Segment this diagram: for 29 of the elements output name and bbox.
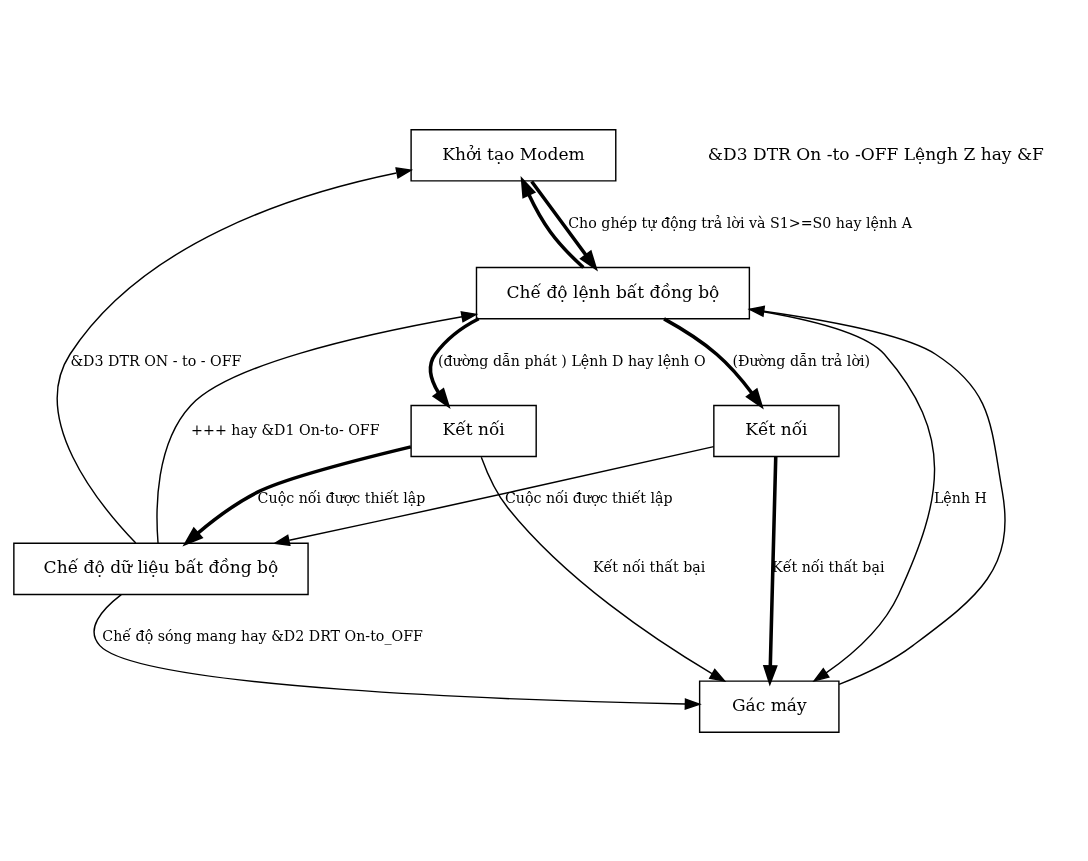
node-box: Kết nối [713,404,840,457]
edge-label: (đường dẫn phát ) Lệnh D hay lệnh O [437,352,706,369]
edge-label: (Đường dẫn trả lời) [732,352,871,369]
node-box: Khởi tạo Modem [410,128,617,182]
node-box: Chế độ lệnh bất đồng bộ [475,266,751,319]
arrow [530,179,598,271]
edge-label: &D3 DTR ON - to - OFF [70,352,242,369]
node-box: Gác máy [698,679,840,733]
edge-label: +++ hay &D1 On-to- OFF [191,421,380,438]
arrow [663,316,764,410]
arrow [747,304,1006,685]
arrow [93,593,702,710]
node-box: Kết nối [410,404,537,457]
arrow [56,166,414,544]
edge-label: Cuộc nối được thiết lập [257,489,426,506]
arrow [156,310,479,544]
label: &D3 DTR On -to -OFF Lệngh Z hay &F [707,143,1044,164]
edge-label: Cho ghép tự động trả lời và S1>=S0 hay lệnh A [568,214,913,231]
node-box: Chế độ dữ liệu bất đồng bộ [13,542,309,595]
edge-label: Lệnh H [933,489,987,506]
arrow [272,445,715,546]
arrow [762,456,778,687]
arrow [480,456,727,682]
edge-label: Chế độ sóng mang hay &D2 DRT On-to_OFF [102,627,423,644]
edge-label: Kết nối thất bại [593,558,706,575]
arrow [520,175,585,269]
arrow [428,316,480,409]
edge-label: Cuộc nối được thiết lập [504,489,673,506]
arrow [182,444,412,546]
